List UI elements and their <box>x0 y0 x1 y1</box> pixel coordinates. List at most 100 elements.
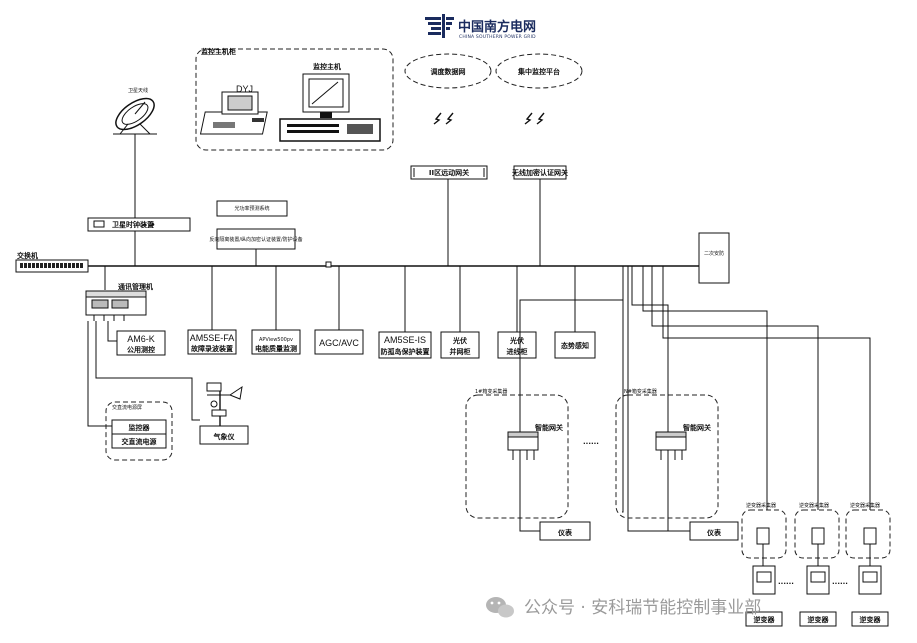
brand-name: 中国南方电网 <box>458 19 536 35</box>
zone2-gateway-label: II区远动网关 <box>429 168 469 177</box>
module-pv-incoming-line1: 光伏 <box>509 336 524 345</box>
isolation-box: 反向隔离装置/纵向加密认证装置/防护设备 <box>209 228 303 250</box>
module-am5se-is: AM5SE-IS 防孤岛保护装置 <box>378 331 432 359</box>
network-switch: 交换机 <box>15 251 89 273</box>
switch-port <box>60 263 63 268</box>
module-apview-model: APView500pv <box>259 337 293 343</box>
module-am5se-fa-name: 故障录波装置 <box>191 344 233 353</box>
switch-port <box>76 263 79 268</box>
ac-dc-monitor: 监控器 <box>129 423 151 432</box>
satellite-receiver: 卫星时钟装置 <box>87 217 191 232</box>
central-cloud-label: 集中监控平台 <box>517 67 560 76</box>
power-forecast-box: 光功率预测系统 <box>216 200 288 217</box>
module-am6k-model: AM6-K <box>127 334 155 344</box>
switch-port <box>64 263 67 268</box>
module-am5se-is-model: AM5SE-IS <box>384 335 426 345</box>
inverter-3-label: 逆变器 <box>860 615 882 624</box>
monitor-group-title: 监控主机柜 <box>201 47 236 56</box>
inverter-ellipsis-2: ...... <box>832 578 848 586</box>
module-am5se-is-name: 防孤岛保护装置 <box>381 347 430 356</box>
monitor-host-label: 监控主机 <box>313 62 341 71</box>
area-1-meter-label: 仪表 <box>557 528 573 537</box>
area-1-gateway-device <box>507 431 539 460</box>
switch-port <box>48 263 51 268</box>
switch-port <box>40 263 43 268</box>
module-pv-incoming-line2: 进线柜 <box>507 347 528 356</box>
module-pv-grid-line1: 光伏 <box>452 336 467 345</box>
brand-logo: 中国南方电网 CHINA SOUTHERN POWER GRID <box>425 14 536 40</box>
printer-label: DYJ <box>236 84 253 94</box>
switch-port <box>36 263 39 268</box>
power-grid-logo-icon <box>425 14 454 38</box>
module-am6k: AM6-K 公用测控 <box>116 330 166 356</box>
ac-dc-power: 交直流电源 <box>122 437 157 446</box>
inverter-collector-2-label: 逆变器采集器 <box>799 502 829 509</box>
area-n-gateway-device <box>655 431 687 460</box>
switch-port <box>52 263 55 268</box>
area-n-group: N#箱变采集器 智能网关 仪表 <box>615 388 739 541</box>
switch-port <box>72 263 75 268</box>
switch-port <box>28 263 31 268</box>
wireless-signal-icon <box>433 112 545 125</box>
module-agc-avc: AGC/AVC <box>314 329 364 355</box>
brand-name-en: CHINA SOUTHERN POWER GRID <box>459 34 536 40</box>
module-am5se-fa-model: AM5SE-FA <box>190 333 235 343</box>
switch-port <box>80 263 83 268</box>
comm-manager-label: 通讯管理机 <box>118 282 153 291</box>
inverter-group-3: 逆变器采集器 逆变器 <box>845 502 891 627</box>
satellite-dish-icon <box>113 97 157 135</box>
monitor-computer-icon <box>279 73 381 142</box>
wireless-gateway: 无线加密认证网关 <box>511 165 568 180</box>
wireless-gateway-label: 无线加密认证网关 <box>511 168 568 177</box>
module-situation-awareness-name: 态势感知 <box>561 341 589 350</box>
inverter-collector-3-label: 逆变器采集器 <box>850 502 880 509</box>
area-1-title: 1#箱变采集器 <box>475 388 507 395</box>
weather-label: 气象仪 <box>213 432 236 441</box>
area-n-title: N#箱变采集器 <box>624 388 657 395</box>
dispatch-cloud: 调度数据网 <box>404 53 492 89</box>
switch-port <box>68 263 71 268</box>
wechat-icon <box>486 597 514 618</box>
switch-label: 交换机 <box>17 251 38 260</box>
module-am6k-name: 公用测控 <box>127 345 155 354</box>
area-ellipsis: ...... <box>583 438 599 446</box>
satellite-label: 卫星天线 <box>128 87 148 94</box>
module-am5se-fa: AM5SE-FA 故障录波装置 <box>187 329 237 355</box>
inverter-group-1: 逆变器采集器 逆变器 <box>741 502 787 627</box>
module-pv-incoming-cabinet: 光伏 进线柜 <box>497 331 537 359</box>
inverter-group-2: 逆变器采集器 逆变器 <box>794 502 840 627</box>
secondary-security-label: 二次安防 <box>704 250 724 257</box>
watermark-text: 公众号 · 安科瑞节能控制事业部 <box>524 598 761 618</box>
power-forecast-label: 光功率预测系统 <box>234 205 269 212</box>
ac-dc-power-group: 交直流电源屏 监控器 交直流电源 <box>105 401 173 461</box>
inverter-2-label: 逆变器 <box>808 615 830 624</box>
secondary-security-box: 二次安防 <box>698 232 730 284</box>
inverter-ellipsis-1: ...... <box>778 578 794 586</box>
isolation-label: 反向隔离装置/纵向加密认证装置/防护设备 <box>209 236 302 243</box>
inverter-collector-1-label: 逆变器采集器 <box>746 502 776 509</box>
module-situation-awareness: 态势感知 <box>554 331 596 359</box>
dispatch-cloud-label: 调度数据网 <box>431 67 466 76</box>
central-cloud: 集中监控平台 <box>495 53 583 89</box>
comm-manager-device: 通讯管理机 <box>85 266 153 321</box>
satellite-receiver-label: 卫星时钟装置 <box>112 220 154 229</box>
module-agc-avc-model: AGC/AVC <box>319 338 359 348</box>
zone2-gateway: II区远动网关 <box>410 165 488 180</box>
area-n-gateway-label: 智能网关 <box>683 423 711 432</box>
watermark: 公众号 · 安科瑞节能控制事业部 <box>486 597 761 618</box>
module-apview-name: 电能质量监测 <box>255 344 297 353</box>
ac-dc-title: 交直流电源屏 <box>112 404 142 411</box>
weather-station: 气象仪 <box>199 382 249 445</box>
area-n-meter-label: 仪表 <box>706 528 722 537</box>
inverter-1-label: 逆变器 <box>754 615 776 624</box>
module-pv-grid-cabinet: 光伏 并网柜 <box>440 331 480 359</box>
switch-port <box>44 263 47 268</box>
switch-port <box>24 263 27 268</box>
switch-port <box>20 263 23 268</box>
area-1-gateway-label: 智能网关 <box>535 423 563 432</box>
switch-port <box>56 263 59 268</box>
weather-station-icon <box>206 382 243 428</box>
module-pv-grid-line2: 并网柜 <box>450 347 471 356</box>
printer-icon <box>199 91 268 135</box>
